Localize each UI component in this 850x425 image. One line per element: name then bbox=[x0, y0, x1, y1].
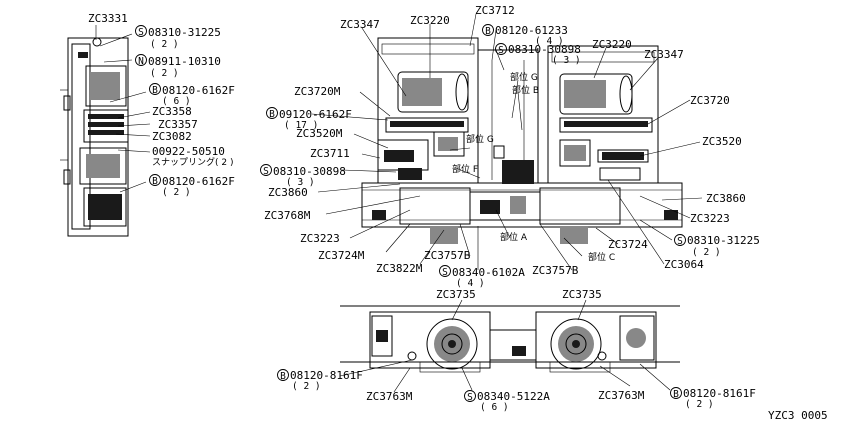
part-label: ZC3860 bbox=[268, 186, 308, 199]
leader-lines bbox=[95, 13, 703, 393]
symbol-s: S bbox=[467, 392, 473, 403]
part-label: 08310-30898 bbox=[273, 165, 346, 178]
part-label: ZC3860 bbox=[706, 192, 746, 205]
part-label: ZC3331 bbox=[88, 12, 128, 25]
quantity-label: ( 2 ) bbox=[150, 68, 179, 79]
part-label: 部位 C bbox=[588, 251, 615, 263]
lower-reel-assembly bbox=[340, 305, 680, 373]
quantity-label: ( 6 ) bbox=[162, 96, 191, 107]
quantity-label: ( 3 ) bbox=[552, 55, 581, 66]
part-label: ZC3724 bbox=[608, 238, 648, 251]
part-label: ZC3082 bbox=[152, 130, 192, 143]
symbol-n: N bbox=[138, 56, 144, 67]
symbol-s: S bbox=[138, 27, 144, 38]
part-label: ZC3763M bbox=[366, 390, 413, 403]
part-label: ZC3520 bbox=[702, 135, 742, 148]
part-label: 部位 A bbox=[500, 231, 528, 243]
symbol-s: S bbox=[263, 166, 269, 177]
upper-main-assembly bbox=[361, 37, 683, 244]
part-label: ZC3711 bbox=[310, 147, 350, 160]
part-label: スナップリング( 2 ) bbox=[152, 156, 233, 168]
quantity-label: ( 6 ) bbox=[480, 402, 509, 413]
symbol-s: S bbox=[442, 267, 448, 278]
symbol-b: B bbox=[485, 26, 491, 37]
part-label: ZC3064 bbox=[664, 258, 704, 271]
part-label: 部位 G bbox=[466, 133, 494, 145]
part-label: 08340-6102A bbox=[452, 266, 525, 279]
part-label: ZC3735 bbox=[436, 288, 476, 301]
quantity-label: ( 2 ) bbox=[685, 399, 714, 410]
quantity-label: ( 4 ) bbox=[535, 36, 564, 47]
part-label: 08310-31225 bbox=[148, 26, 221, 39]
symbol-s: S bbox=[677, 236, 683, 247]
part-label: 08120-8161F bbox=[683, 387, 756, 400]
drawing-code: YZC3 0005 bbox=[768, 409, 828, 422]
part-label: ZC3712 bbox=[475, 4, 515, 17]
quantity-label: ( 2 ) bbox=[162, 187, 191, 198]
quantity-label: ( 4 ) bbox=[456, 278, 485, 289]
part-label: ZC3220 bbox=[410, 14, 450, 27]
part-label: ZC3720M bbox=[294, 85, 341, 98]
part-label: 09120-6162F bbox=[279, 108, 352, 121]
part-label: 00922-50510 bbox=[152, 145, 225, 158]
part-label: 08120-6162F bbox=[162, 175, 235, 188]
part-label: ZC3757B bbox=[424, 249, 471, 262]
quantity-label: ( 2 ) bbox=[692, 247, 721, 258]
part-label: 部位 B bbox=[512, 84, 539, 96]
part-label: ZC3768M bbox=[264, 209, 311, 222]
part-label: 部位 G bbox=[510, 71, 538, 83]
part-label: ZC3347 bbox=[644, 48, 684, 61]
part-label: 08120-61233 bbox=[495, 24, 568, 37]
part-label: ZC3220 bbox=[592, 38, 632, 51]
quantity-label: ( 17 ) bbox=[284, 120, 318, 131]
part-label: ZC3735 bbox=[562, 288, 602, 301]
part-label: 08310-30898 bbox=[508, 43, 581, 56]
quantity-label: ( 2 ) bbox=[292, 381, 321, 392]
symbol-b: B bbox=[269, 109, 275, 120]
quantity-label: ( 3 ) bbox=[286, 177, 315, 188]
part-label: ZC3763M bbox=[598, 389, 645, 402]
part-label: ZC3720 bbox=[690, 94, 730, 107]
part-label: ZC3724M bbox=[318, 249, 365, 262]
part-label: 08310-31225 bbox=[687, 234, 760, 247]
side-view-assembly bbox=[60, 37, 129, 237]
symbol-b: B bbox=[152, 85, 158, 96]
part-label: ZC3520M bbox=[296, 127, 343, 140]
part-label: 部位 F bbox=[452, 163, 478, 175]
symbol-s: S bbox=[498, 45, 504, 56]
part-labels: ZC3331 08310-31225 ( 2 ) 08911-10310 ( 2… bbox=[88, 4, 828, 422]
part-label: ZC3757B bbox=[532, 264, 579, 277]
part-label: ZC3347 bbox=[340, 18, 380, 31]
part-label: ZC3223 bbox=[300, 232, 340, 245]
symbol-b: B bbox=[152, 176, 158, 187]
symbol-b: B bbox=[280, 371, 286, 382]
part-label: ZC3357 bbox=[158, 118, 198, 131]
part-label: ZC3358 bbox=[152, 105, 192, 118]
part-label: ZC3223 bbox=[690, 212, 730, 225]
part-symbols: S N B B B S B S S S B S B bbox=[135, 24, 686, 403]
part-label: 08911-10310 bbox=[148, 55, 221, 68]
quantity-label: ( 2 ) bbox=[150, 39, 179, 50]
part-label: 08120-6162F bbox=[162, 84, 235, 97]
symbol-b: B bbox=[673, 389, 679, 400]
part-label: 08340-5122A bbox=[477, 390, 550, 403]
part-label: 08120-8161F bbox=[290, 369, 363, 382]
part-label: ZC3822M bbox=[376, 262, 423, 275]
